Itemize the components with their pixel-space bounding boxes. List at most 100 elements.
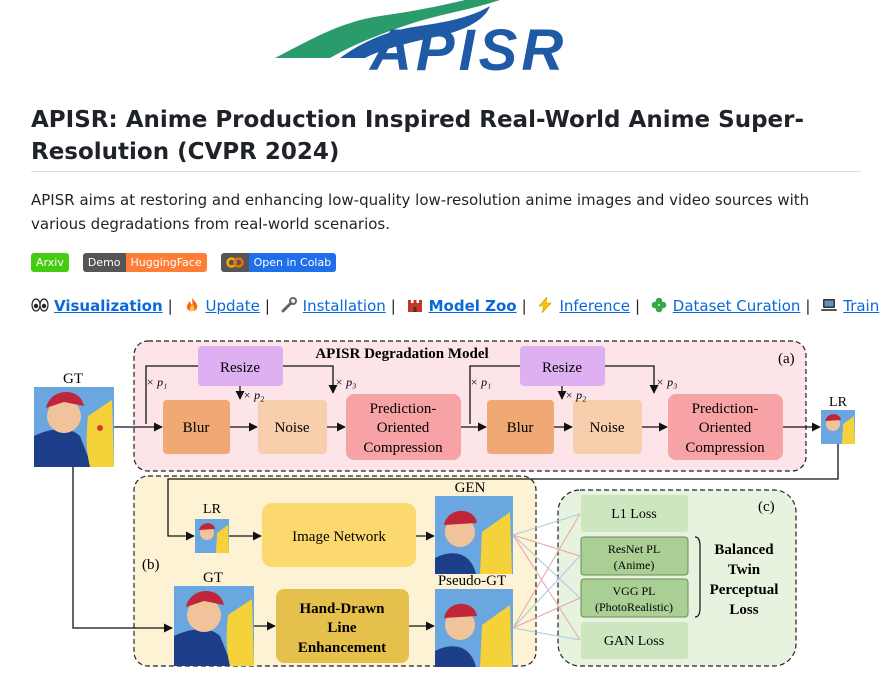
- nav-separator: |: [634, 297, 641, 315]
- gt-label-b: GT: [203, 570, 223, 586]
- blur-label-1: Blur: [183, 420, 210, 436]
- blur-box-1: [163, 400, 230, 454]
- pipeline-figure: APISR Degradation Model (a) GT LR Resize…: [34, 340, 855, 667]
- nav-separator: |: [805, 297, 811, 315]
- demo-badge-value: HuggingFace: [125, 253, 207, 272]
- logo-wave-icon: [275, 0, 500, 58]
- lr-label-b: LR: [203, 502, 222, 517]
- vgg-pl-line-b: (PhotoRealistic): [595, 600, 673, 614]
- colab-badge-label: Open in Colab: [248, 253, 337, 272]
- resize-label-1: Resize: [220, 360, 260, 376]
- nav-visualization[interactable]: Visualization: [54, 297, 163, 315]
- noise-label-2: Noise: [590, 420, 625, 436]
- p3-label-1: × p₃: [335, 375, 356, 389]
- page-title: APISR: Anime Production Inspired Real-Wo…: [31, 107, 805, 165]
- gen-image: [435, 496, 513, 574]
- compression-box-2: [668, 394, 783, 460]
- fire-icon: [186, 298, 197, 312]
- compression-line-1c: Compression: [363, 440, 443, 456]
- eyes-icon: [31, 298, 49, 312]
- lr-image-input: [195, 519, 229, 553]
- l1-loss-box: [581, 495, 688, 532]
- castle-icon: [407, 300, 422, 312]
- blur-box-2: [487, 400, 554, 454]
- hand-drawn-line-c: Enhancement: [298, 640, 386, 656]
- nav-links: Visualization| Update| Installation| Mod…: [31, 295, 879, 317]
- nav-dataset-curation[interactable]: Dataset Curation: [672, 297, 801, 315]
- nav-update[interactable]: Update: [205, 297, 260, 315]
- logo-wave-dark: [340, 6, 490, 58]
- balanced-line-a: Balanced: [714, 542, 774, 558]
- demo-badge-label: Demo: [82, 253, 126, 272]
- nav-separator: |: [390, 297, 396, 315]
- noise-label-1: Noise: [275, 420, 310, 436]
- compression-line-2c: Compression: [685, 440, 765, 456]
- nav-train[interactable]: Train: [843, 297, 880, 315]
- gan-loss-label: GAN Loss: [604, 634, 664, 649]
- p3-label-2: × p₃: [656, 375, 677, 389]
- nav-inference[interactable]: Inference: [559, 297, 630, 315]
- gt-image: [34, 387, 114, 467]
- loss-connections: [512, 513, 581, 641]
- nav-separator: |: [521, 297, 527, 315]
- computer-icon: [821, 299, 838, 311]
- compression-line-1b: Oriented: [377, 420, 430, 436]
- demo-badge[interactable]: Demo HuggingFace: [82, 253, 207, 272]
- badges-row: Arxiv Demo HuggingFace Open in Colab: [31, 253, 337, 273]
- balanced-line-d: Loss: [729, 602, 758, 618]
- resize-box-2: [520, 346, 605, 386]
- compression-box-1: [346, 394, 461, 460]
- logo-text: APISR: [368, 18, 567, 74]
- vgg-pl-box: [580, 578, 689, 618]
- l1-loss-label: L1 Loss: [611, 507, 657, 522]
- p2-label-1: × p₂: [243, 388, 264, 402]
- resnet-pl-line-b: (Anime): [614, 558, 655, 572]
- blur-label-2: Blur: [507, 420, 534, 436]
- image-network-box: [262, 503, 416, 567]
- nav-installation[interactable]: Installation: [302, 297, 386, 315]
- apisr-logo: APISR: [275, 0, 567, 74]
- nav-model-zoo[interactable]: Model Zoo: [428, 297, 517, 315]
- p2-label-2: × p₂: [565, 388, 586, 402]
- panel-a-tag: (a): [778, 351, 795, 367]
- lr-label-a: LR: [829, 395, 848, 410]
- p1-label-1: × p₁: [146, 375, 167, 389]
- gt-label: GT: [63, 371, 83, 387]
- flow-arrows-b: [229, 531, 435, 631]
- description: APISR aims at restoring and enhancing lo…: [31, 191, 810, 233]
- gan-loss-box: [581, 622, 688, 659]
- nav-separator: |: [264, 297, 270, 315]
- resize-box-1: [198, 346, 283, 386]
- colab-icon: [220, 253, 249, 272]
- clover-icon: [651, 297, 667, 313]
- gt-image-b: [174, 586, 254, 666]
- panel-c-tag: (c): [758, 499, 775, 515]
- lr-return-arrow: [167, 444, 839, 541]
- compression-line-2b: Oriented: [699, 420, 752, 436]
- colab-badge[interactable]: Open in Colab: [220, 253, 337, 272]
- resnet-pl-line-a: ResNet PL: [608, 542, 660, 556]
- balanced-bracket: [694, 536, 701, 618]
- noise-box-1: [258, 400, 327, 454]
- panel-a-title: APISR Degradation Model: [315, 346, 488, 362]
- arxiv-badge[interactable]: Arxiv: [31, 253, 69, 272]
- wrench-icon: [281, 297, 297, 313]
- resize-label-2: Resize: [542, 360, 582, 376]
- resnet-pl-box: [580, 536, 689, 576]
- title-divider: [31, 171, 861, 172]
- image-network-label: Image Network: [292, 529, 386, 545]
- hand-drawn-line-a: Hand-Drawn: [299, 601, 385, 617]
- p1-label-2: × p₁: [470, 375, 491, 389]
- pseudo-gt-image: [435, 589, 513, 667]
- lr-image-output: [821, 410, 855, 444]
- balanced-line-b: Twin: [728, 562, 761, 578]
- hand-drawn-box: [276, 589, 409, 663]
- flow-arrows-a: [114, 365, 821, 432]
- gen-label: GEN: [455, 480, 486, 496]
- balanced-line-c: Perceptual: [710, 582, 779, 598]
- arxiv-badge-label: Arxiv: [31, 253, 69, 272]
- panel-b-tag: (b): [142, 557, 160, 573]
- lightning-icon: [538, 297, 553, 313]
- compression-line-1a: Prediction-: [370, 401, 437, 417]
- vgg-pl-line-a: VGG PL: [612, 584, 655, 598]
